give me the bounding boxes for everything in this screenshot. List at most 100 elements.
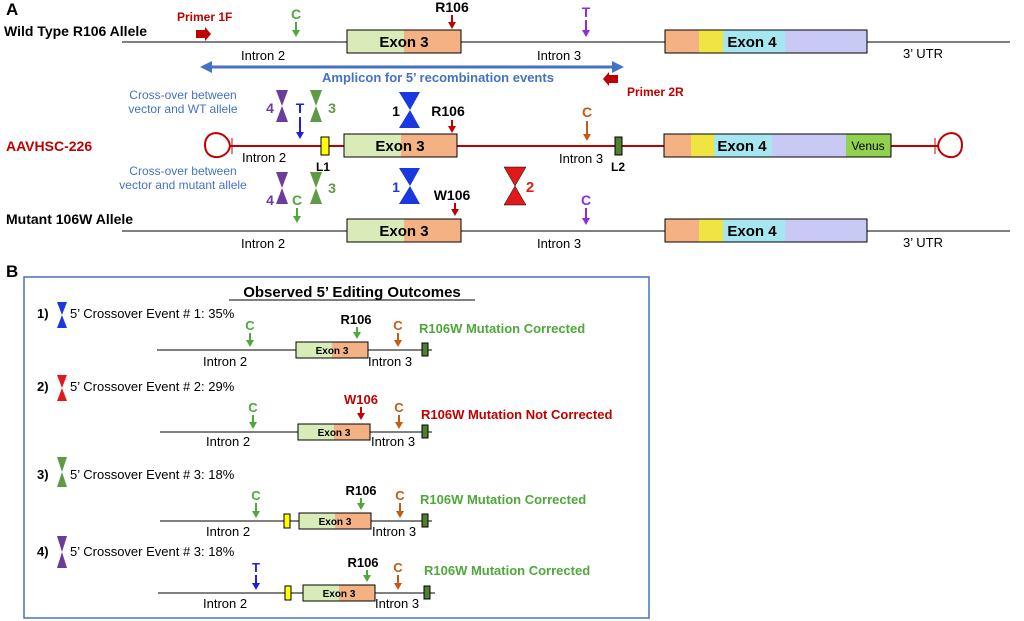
- mut-exon3-orange: [404, 219, 461, 242]
- mut-exon4-lavender: [785, 219, 867, 242]
- vector-snp-t-label: T: [296, 100, 305, 116]
- outcome-1-xover-bottom: [57, 315, 67, 328]
- wt-exon3-orange: [404, 30, 461, 53]
- mut-xover4-top: [276, 172, 288, 188]
- outcome-4-l2: [423, 585, 431, 600]
- panel-b-box: [23, 276, 650, 619]
- vector-l2-block: [614, 136, 623, 156]
- panel-b-label: B: [6, 262, 18, 281]
- xover2-bottom: [503, 185, 527, 206]
- outcome-1-xover-top: [57, 302, 67, 315]
- mut-xover1-top: [399, 168, 420, 186]
- mut-exon4-label: Exon 4: [727, 223, 777, 240]
- outcome-4-exon3-green: [303, 585, 339, 601]
- vector-x3-label: 3: [328, 100, 336, 116]
- outcome-1-result: R106W Mutation Corrected: [419, 321, 585, 336]
- panel-a-label: A: [6, 0, 18, 19]
- primer-2r-arrow: [603, 72, 618, 86]
- outcome-3-snp1: C: [251, 488, 261, 503]
- vector-exon4-label: Exon 4: [717, 138, 767, 155]
- amplicon-left-arrowhead: [200, 61, 212, 73]
- outcome-3-xover-top: [57, 457, 67, 472]
- left-itr-hairpin: [203, 132, 238, 159]
- vector-exon4-orange: [664, 134, 691, 157]
- outcome-3-codon: R106: [345, 483, 376, 498]
- outcome-3-exon3-green: [299, 513, 335, 529]
- outcome-1-exon3-green: [296, 342, 332, 358]
- outcome-3-l2: [421, 513, 429, 528]
- mut-snp-c2-arrowhead: [582, 218, 590, 225]
- outcome-2-exon3-orange: [334, 424, 370, 440]
- vector-intron2: Intron 2: [242, 150, 286, 165]
- vector-exon3-orange: [401, 134, 457, 157]
- outcome-1-intron2: Intron 2: [203, 354, 247, 369]
- wt-3utr: 3’ UTR: [903, 46, 943, 61]
- vector-venus-block: [846, 134, 891, 157]
- wt-exon3-outline: [346, 29, 462, 54]
- wt-exon4-outline: [664, 29, 868, 54]
- outcome-1-codon: R106: [340, 312, 371, 327]
- outcome-3-snp2-head: [396, 511, 404, 518]
- mut-x1-label: 1: [392, 179, 400, 195]
- mut-exon3-label: Exon 3: [379, 223, 428, 240]
- amplicon-right-arrowhead: [612, 61, 624, 73]
- outcome-4-codon: R106: [347, 555, 378, 570]
- outcome-2-snp1-head: [249, 422, 257, 429]
- outcome-2-intron3: Intron 3: [371, 434, 415, 449]
- vector-aavhsc226: AAVHSC-226 4 T 3 Intron 2 L1 Exon 3 1 R1…: [6, 90, 964, 174]
- vector-snp-c-arrowhead: [583, 134, 591, 141]
- outcome-1-snp1: C: [245, 318, 255, 333]
- wt-exon4-yellow: [699, 30, 723, 53]
- mut-snp-c-label: C: [292, 192, 302, 208]
- wt-intron3: Intron 3: [537, 48, 581, 63]
- outcome-3-snp1-head: [252, 511, 260, 518]
- outcome-4-codon-head: [363, 575, 371, 582]
- outcome-4-exon3-orange: [339, 585, 375, 601]
- outcome-3-result: R106W Mutation Corrected: [420, 492, 586, 507]
- wild-type-allele: Wild Type R106 Allele Primer 1F C Intron…: [4, 0, 1010, 63]
- wt-title: Wild Type R106 Allele: [4, 23, 147, 39]
- outcome-2-xover-top: [57, 375, 67, 388]
- crossover-mut-line2: vector and mutant allele: [119, 178, 247, 192]
- vector-snp-c-label: C: [582, 104, 592, 120]
- mut-exon3-outline: [346, 218, 462, 243]
- outcome-4: 4) 5’ Crossover Event # 3: 18% T Intron …: [37, 536, 590, 611]
- mut-x2-label: 2: [526, 179, 534, 196]
- outcome-1-snp2: C: [393, 318, 403, 333]
- xover1-top: [399, 92, 420, 110]
- outcome-2-l2: [421, 424, 429, 439]
- outcome-1-snp2-head: [394, 340, 402, 347]
- vector-l2-label: L2: [611, 160, 625, 174]
- outcome-4-snp2: C: [393, 560, 403, 575]
- vector-exon4-cyan: [714, 134, 772, 157]
- outcome-2-snp1: C: [248, 400, 258, 415]
- outcome-4-snp1-head: [252, 583, 260, 590]
- outcome-1-intron3: Intron 3: [368, 354, 412, 369]
- mut-intron3: Intron 3: [537, 236, 581, 251]
- outcome-1-exon3-label: Exon 3: [316, 346, 349, 357]
- wt-snp-c-arrowhead: [292, 30, 300, 37]
- outcome-1-snp1-head: [246, 340, 254, 347]
- right-itr-hairpin: [930, 132, 964, 159]
- xover1-bottom: [399, 110, 420, 128]
- mut-exon4-outline: [664, 218, 868, 243]
- outcome-3-intron3: Intron 3: [372, 524, 416, 539]
- wt-exon4-label: Exon 4: [727, 34, 777, 51]
- outcome-3-exon3-outline: [298, 512, 372, 530]
- mut-exon4-orange: [665, 219, 699, 242]
- vector-exon4-outline: [663, 133, 892, 158]
- mut-3utr: 3’ UTR: [903, 235, 943, 250]
- outcome-2-codon-head: [357, 413, 365, 420]
- wt-exon3-green: [347, 30, 404, 53]
- mut-snp-c-arrowhead: [293, 216, 301, 223]
- outcome-1-num: 1): [37, 306, 49, 321]
- outcome-4-exon3-outline: [302, 584, 376, 602]
- crossover-mut-line1: Cross-over between: [129, 164, 236, 178]
- outcome-2-snp2-head: [395, 422, 403, 429]
- mut-snp-c2-label: C: [581, 192, 591, 208]
- xover4-top: [276, 90, 288, 106]
- outcome-2-intron2: Intron 2: [206, 434, 250, 449]
- outcome-2-snp2: C: [394, 400, 404, 415]
- xover3-top: [310, 90, 322, 106]
